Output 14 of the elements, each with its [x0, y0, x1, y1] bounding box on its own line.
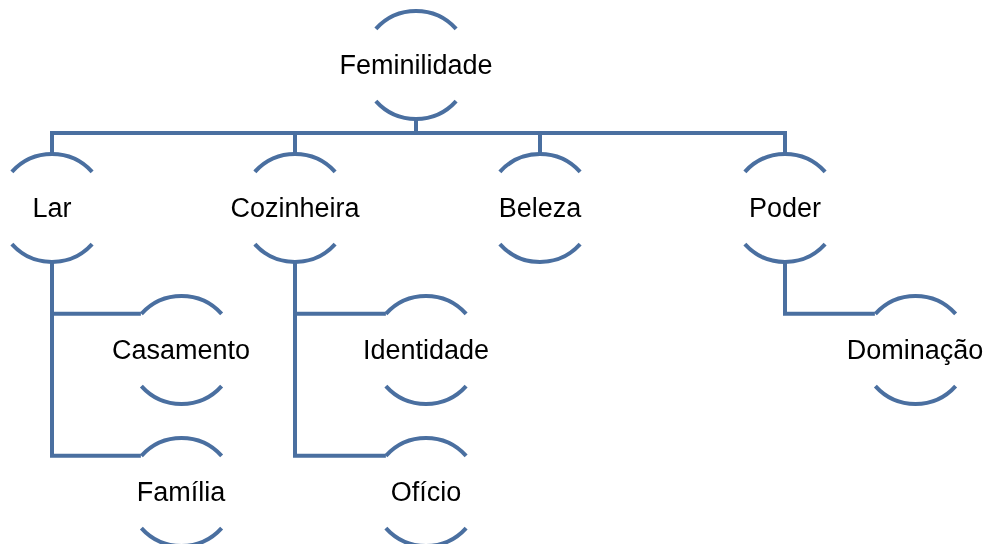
node-label: Cozinheira: [230, 192, 360, 224]
connector-line: [293, 262, 386, 458]
node-label: Identidade: [362, 334, 490, 366]
connector-line: [50, 262, 141, 458]
node-label: Ofício: [390, 476, 462, 508]
node-label: Família: [136, 476, 226, 508]
connector-line: [783, 262, 875, 316]
node-label: Poder: [748, 192, 822, 224]
node-label: Feminilidade: [339, 49, 493, 81]
node-label: Lar: [32, 192, 72, 224]
node-label: Casamento: [111, 334, 251, 366]
node-label: Dominação: [846, 334, 984, 366]
connector-line: [414, 119, 787, 154]
node-label: Beleza: [498, 192, 582, 224]
